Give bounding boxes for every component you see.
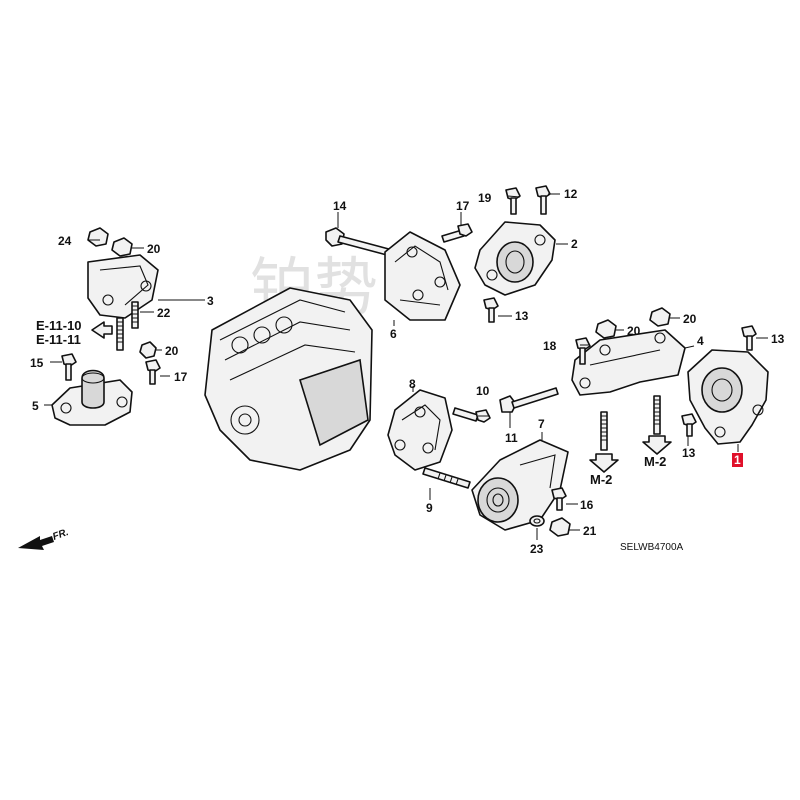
washer-23 [529,515,545,527]
bolt-16 [551,487,567,511]
callout-3[interactable]: 3 [207,294,214,308]
nut-24 [87,227,109,247]
ref-e-11-11[interactable]: E-11-11 [36,332,81,347]
engine-mount-5 [51,369,133,426]
bolt-13-far-right [741,325,757,351]
callout-12[interactable]: 12 [564,187,578,201]
callout-17-top[interactable]: 17 [456,199,470,213]
front-arrow-icon: FR. [18,527,70,550]
reference-arrow-m2-right[interactable] [642,435,672,455]
callout-20-right-a[interactable]: 20 [627,324,641,338]
bolt-15 [61,353,77,381]
nut-21 [549,517,571,537]
callout-8[interactable]: 8 [409,377,416,391]
engine-mount-2 [474,221,556,296]
stud-ref-left [116,317,124,351]
callout-19[interactable]: 19 [478,191,492,205]
stud-9 [422,467,471,489]
callout-13-far-right[interactable]: 13 [771,332,785,346]
callout-20-right-b[interactable]: 20 [683,312,697,326]
ref-m-2-left[interactable]: M-2 [590,472,612,487]
left-mount-bracket [87,254,159,319]
callout-11[interactable]: 11 [505,431,518,445]
engine-mount-7 [471,439,569,531]
bolt-19 [505,187,521,215]
callout-7[interactable]: 7 [538,417,545,431]
nut-20-right-a [595,319,617,339]
callout-15[interactable]: 15 [30,356,44,370]
highlight-marker [732,453,743,467]
callout-14[interactable]: 14 [333,199,347,213]
bracket-6 [384,231,461,321]
diagram-code: SELWB4700A [620,542,684,553]
stud-m2-left [600,411,608,451]
callout-20-upper-left[interactable]: 20 [147,242,161,256]
callout-24[interactable]: 24 [58,234,72,248]
callout-23[interactable]: 23 [530,542,544,556]
engine-block [204,287,373,471]
callout-6[interactable]: 6 [390,327,397,341]
callout-22[interactable]: 22 [157,306,171,320]
stud-22 [131,301,139,329]
bolt-13-lower-right [681,413,697,437]
stud-m2-right [653,395,661,435]
bolt-10 [452,407,491,423]
callout-10[interactable]: 10 [476,384,490,398]
bracket-8 [387,389,453,471]
bolt-12 [535,185,551,215]
reference-arrow-m2-left[interactable] [589,453,619,473]
callout-16[interactable]: 16 [580,498,594,512]
callout-21[interactable]: 21 [583,524,597,538]
bracket-4 [571,329,686,396]
nut-20-mid-left [139,341,157,359]
callout-13-lower-right[interactable]: 13 [682,446,696,460]
nut-20-right-b [649,307,671,327]
callout-1[interactable]: 1 [734,453,741,467]
callout-2[interactable]: 2 [571,237,578,251]
bolt-17-top [441,223,473,243]
callout-17-left[interactable]: 17 [174,370,188,384]
bolt-13-top [483,297,499,323]
ref-e-11-10[interactable]: E-11-10 [36,318,82,333]
callout-18[interactable]: 18 [543,339,557,353]
engine-mount-1 [687,349,769,445]
bolt-18 [575,337,591,365]
callout-5[interactable]: 5 [32,399,39,413]
bolt-17-left [145,359,161,385]
bolt-11 [499,387,559,413]
callout-9[interactable]: 9 [426,501,433,515]
front-indicator-label: FR. [51,527,70,543]
nut-20-upper-left [111,237,133,257]
ref-m-2-right[interactable]: M-2 [644,454,666,469]
callout-4[interactable]: 4 [697,334,704,348]
reference-arrow-e11[interactable] [91,321,113,339]
callout-13-top[interactable]: 13 [515,309,529,323]
callout-20-mid-left[interactable]: 20 [165,344,179,358]
